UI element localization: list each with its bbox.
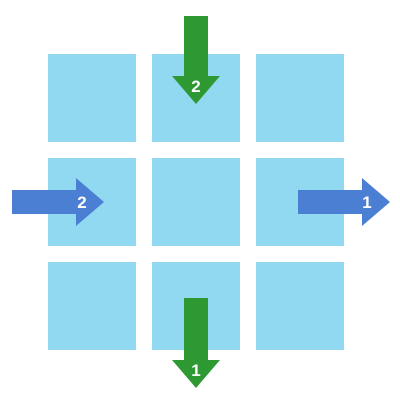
arrow-left: 2 — [12, 178, 104, 226]
arrow-top-label: 2 — [191, 77, 200, 96]
arrow-top: 2 — [172, 16, 220, 104]
arrow-right-shape — [298, 178, 390, 226]
arrow-right: 1 — [298, 178, 390, 226]
grid-cell-r1-c3 — [256, 54, 344, 142]
grid-cell-r2-c2 — [152, 158, 240, 246]
arrow-left-shape — [12, 178, 104, 226]
arrow-bottom-shape — [172, 298, 220, 388]
arrow-top-shape — [172, 16, 220, 104]
arrow-right-label: 1 — [362, 193, 371, 212]
grid-cell-r3-c1 — [48, 262, 136, 350]
grid-cell-r1-c1 — [48, 54, 136, 142]
arrow-left-label: 2 — [77, 193, 86, 212]
grid-cell-r3-c3 — [256, 262, 344, 350]
arrow-bottom: 1 — [172, 298, 220, 388]
arrow-bottom-label: 1 — [191, 361, 200, 380]
